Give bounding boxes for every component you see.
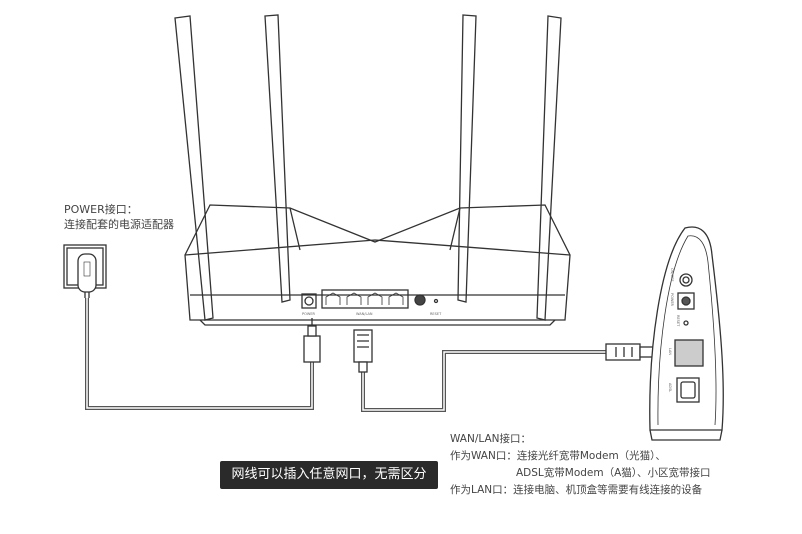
- modem-label-power: POWER: [670, 293, 674, 307]
- power-adapter: [77, 253, 97, 293]
- router-power-port: [301, 293, 317, 309]
- antenna-1: [174, 15, 214, 321]
- antenna-2: [264, 14, 291, 303]
- power-note-desc: 连接配套的电源适配器: [64, 218, 174, 231]
- router-wan-lan-ports: [321, 289, 409, 309]
- modem-lan-port: [674, 339, 704, 367]
- modem-onoff-switch: [679, 273, 693, 287]
- ethernet-plug-modem: [605, 343, 655, 361]
- ethernet-plug-router: [353, 329, 373, 373]
- power-plug: [303, 318, 321, 363]
- modem-label-lan: LAN: [668, 348, 672, 355]
- wan-note-lan-line: 作为LAN口：连接电脑、机顶盒等需要有线连接的设备: [450, 484, 703, 496]
- modem-adsl-port: [676, 377, 700, 403]
- modem: ON/OFF POWER RESET LAN ADSL: [649, 226, 724, 441]
- wan-note-line2: ADSL宽带Modem（A猫）、小区宽带接口: [516, 467, 711, 479]
- any-port-banner: 网线可以插入任意网口，无需区分: [220, 461, 438, 489]
- wan-lan-port-note: WAN/LAN接口： 作为WAN口：连接光纤宽带Modem（光猫）、 ADSL宽…: [450, 431, 711, 499]
- ethernet-cable: [361, 350, 608, 412]
- router-body: POWER WAN/LAN RESET: [184, 204, 571, 326]
- router-port-label-reset: RESET: [430, 312, 442, 316]
- modem-label-onoff: ON/OFF: [670, 268, 674, 281]
- power-cable: [85, 298, 314, 410]
- modem-power-port: [677, 292, 695, 310]
- modem-label-reset: RESET: [676, 315, 680, 327]
- wall-outlet: [63, 244, 107, 298]
- modem-label-adsl: ADSL: [668, 383, 672, 392]
- antenna-3: [457, 14, 477, 303]
- power-note-title: POWER接口：: [64, 203, 138, 216]
- power-port-note: POWER接口： 连接配套的电源适配器: [64, 202, 174, 232]
- wan-note-line1: 作为WAN口：连接光纤宽带Modem（光猫）、: [450, 450, 666, 462]
- modem-reset-button[interactable]: [683, 320, 689, 326]
- router-antennas: [174, 14, 562, 321]
- router-power-switch: [414, 294, 426, 306]
- router-reset-button[interactable]: [433, 298, 439, 304]
- antenna-4: [536, 15, 562, 321]
- router-port-label-power: POWER: [302, 312, 316, 316]
- tp-link-logo: [83, 261, 91, 277]
- router-port-label-wan-lan: WAN/LAN: [356, 312, 373, 316]
- wan-note-title: WAN/LAN接口：: [450, 433, 532, 445]
